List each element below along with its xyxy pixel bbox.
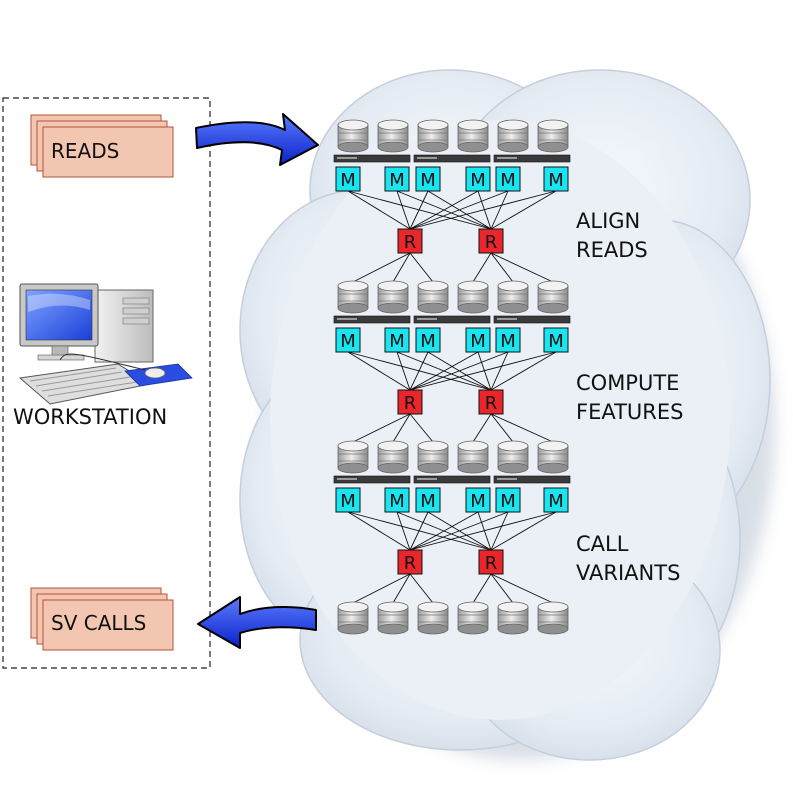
stage-3-input-disk-6: [537, 440, 569, 474]
svg-text:M: M: [340, 331, 356, 352]
stage-2-mapper-4: M: [465, 327, 491, 353]
stage-1-input-disk-5: [497, 119, 529, 153]
stage-1-mapper-6: M: [543, 166, 569, 192]
stage-3-reducer-1: R: [397, 549, 423, 575]
stage-2-input-disk-2: [377, 280, 409, 314]
stage-1-label-line2: READS: [576, 238, 648, 262]
upload-arrow-icon: [195, 113, 319, 166]
output-disk-2: [377, 601, 409, 635]
svg-text:R: R: [485, 553, 498, 574]
stage-1-rack-2: [413, 154, 491, 163]
stage-3-rack-2: [413, 475, 491, 484]
svg-text:M: M: [470, 491, 486, 512]
stage-2-mapper-3: M: [415, 327, 441, 353]
stage-1-input-disk-1: [337, 119, 369, 153]
stage-2-mapper-2: M: [384, 327, 410, 353]
stage-2-mapper-5: M: [495, 327, 521, 353]
stage-1-mapper-4: M: [465, 166, 491, 192]
stage-2-input-disk-1: [337, 280, 369, 314]
stage-3-mapper-1: M: [335, 487, 361, 513]
stage-3-input-disk-1: [337, 440, 369, 474]
stage-1-input-disk-2: [377, 119, 409, 153]
stage-1-input-disk-6: [537, 119, 569, 153]
stage-1-reducer-2: R: [478, 228, 504, 254]
svg-text:R: R: [485, 393, 498, 414]
stage-1-reducer-1: R: [397, 228, 423, 254]
stage-1-input-disk-4: [457, 119, 489, 153]
svg-text:R: R: [485, 232, 498, 253]
stage-1-rack-1: [333, 154, 411, 163]
stage-3-input-disk-5: [497, 440, 529, 474]
stage-2-rack-1: [333, 315, 411, 324]
workstation-computer-icon: [18, 283, 193, 405]
stage-1-mapper-1: M: [335, 166, 361, 192]
stage-3-mapper-5: M: [495, 487, 521, 513]
stage-1-mapper-3: M: [415, 166, 441, 192]
svg-text:M: M: [548, 491, 564, 512]
stage-3-rack-1: [333, 475, 411, 484]
stage-2-label-line1: COMPUTE: [576, 371, 680, 395]
workstation-panel: [2, 97, 211, 669]
svg-text:M: M: [389, 331, 405, 352]
stage-1-label-line1: ALIGN: [576, 209, 641, 233]
reads-label: READS: [51, 139, 120, 163]
svg-text:M: M: [420, 170, 436, 191]
stage-1-mapper-5: M: [495, 166, 521, 192]
svg-text:M: M: [420, 331, 436, 352]
svg-text:R: R: [404, 553, 417, 574]
stage-1-rack-3: [493, 154, 571, 163]
svg-text:M: M: [470, 331, 486, 352]
output-disk-5: [497, 601, 529, 635]
stage-1-mapper-2: M: [384, 166, 410, 192]
stage-3-label-line2: VARIANTS: [576, 561, 681, 585]
stage-2-input-disk-4: [457, 280, 489, 314]
svg-text:M: M: [500, 331, 516, 352]
svg-text:M: M: [340, 491, 356, 512]
stage-3-mapper-4: M: [465, 487, 491, 513]
sv-calls-document-stack: [30, 587, 174, 651]
stage-3-mapper-2: M: [384, 487, 410, 513]
svg-text:R: R: [404, 393, 417, 414]
stage-2-rack-2: [413, 315, 491, 324]
stage-2-mapper-6: M: [543, 327, 569, 353]
stage-2-label-line2: FEATURES: [576, 400, 684, 424]
stage-2-input-disk-5: [497, 280, 529, 314]
stage-2-input-disk-3: [417, 280, 449, 314]
stage-3-input-disk-2: [377, 440, 409, 474]
stage-3-label-line1: CALL: [576, 532, 629, 556]
output-disk-3: [417, 601, 449, 635]
stage-2-reducer-1: R: [397, 389, 423, 415]
output-disk-6: [537, 601, 569, 635]
output-disk-1: [337, 601, 369, 635]
svg-text:M: M: [470, 170, 486, 191]
svg-text:M: M: [500, 170, 516, 191]
stage-2-reducer-2: R: [478, 389, 504, 415]
stage-1-input-disk-3: [417, 119, 449, 153]
svg-text:M: M: [500, 491, 516, 512]
stage-3-input-disk-4: [457, 440, 489, 474]
svg-text:M: M: [389, 491, 405, 512]
stage-3-rack-3: [493, 475, 571, 484]
stage-3-input-disk-3: [417, 440, 449, 474]
svg-text:M: M: [389, 170, 405, 191]
sv-calls-label: SV CALLS: [51, 611, 147, 635]
workstation-label: WORKSTATION: [13, 405, 168, 429]
stage-2-mapper-1: M: [335, 327, 361, 353]
svg-text:R: R: [404, 232, 417, 253]
svg-text:M: M: [548, 331, 564, 352]
download-arrow-icon: [197, 596, 317, 649]
output-disk-4: [457, 601, 489, 635]
stage-3-mapper-6: M: [543, 487, 569, 513]
svg-text:M: M: [340, 170, 356, 191]
stage-2-input-disk-6: [537, 280, 569, 314]
stage-3-mapper-3: M: [415, 487, 441, 513]
svg-text:M: M: [548, 170, 564, 191]
reads-document-stack: [30, 114, 174, 178]
svg-text:M: M: [420, 491, 436, 512]
stage-3-reducer-2: R: [478, 549, 504, 575]
stage-2-rack-3: [493, 315, 571, 324]
